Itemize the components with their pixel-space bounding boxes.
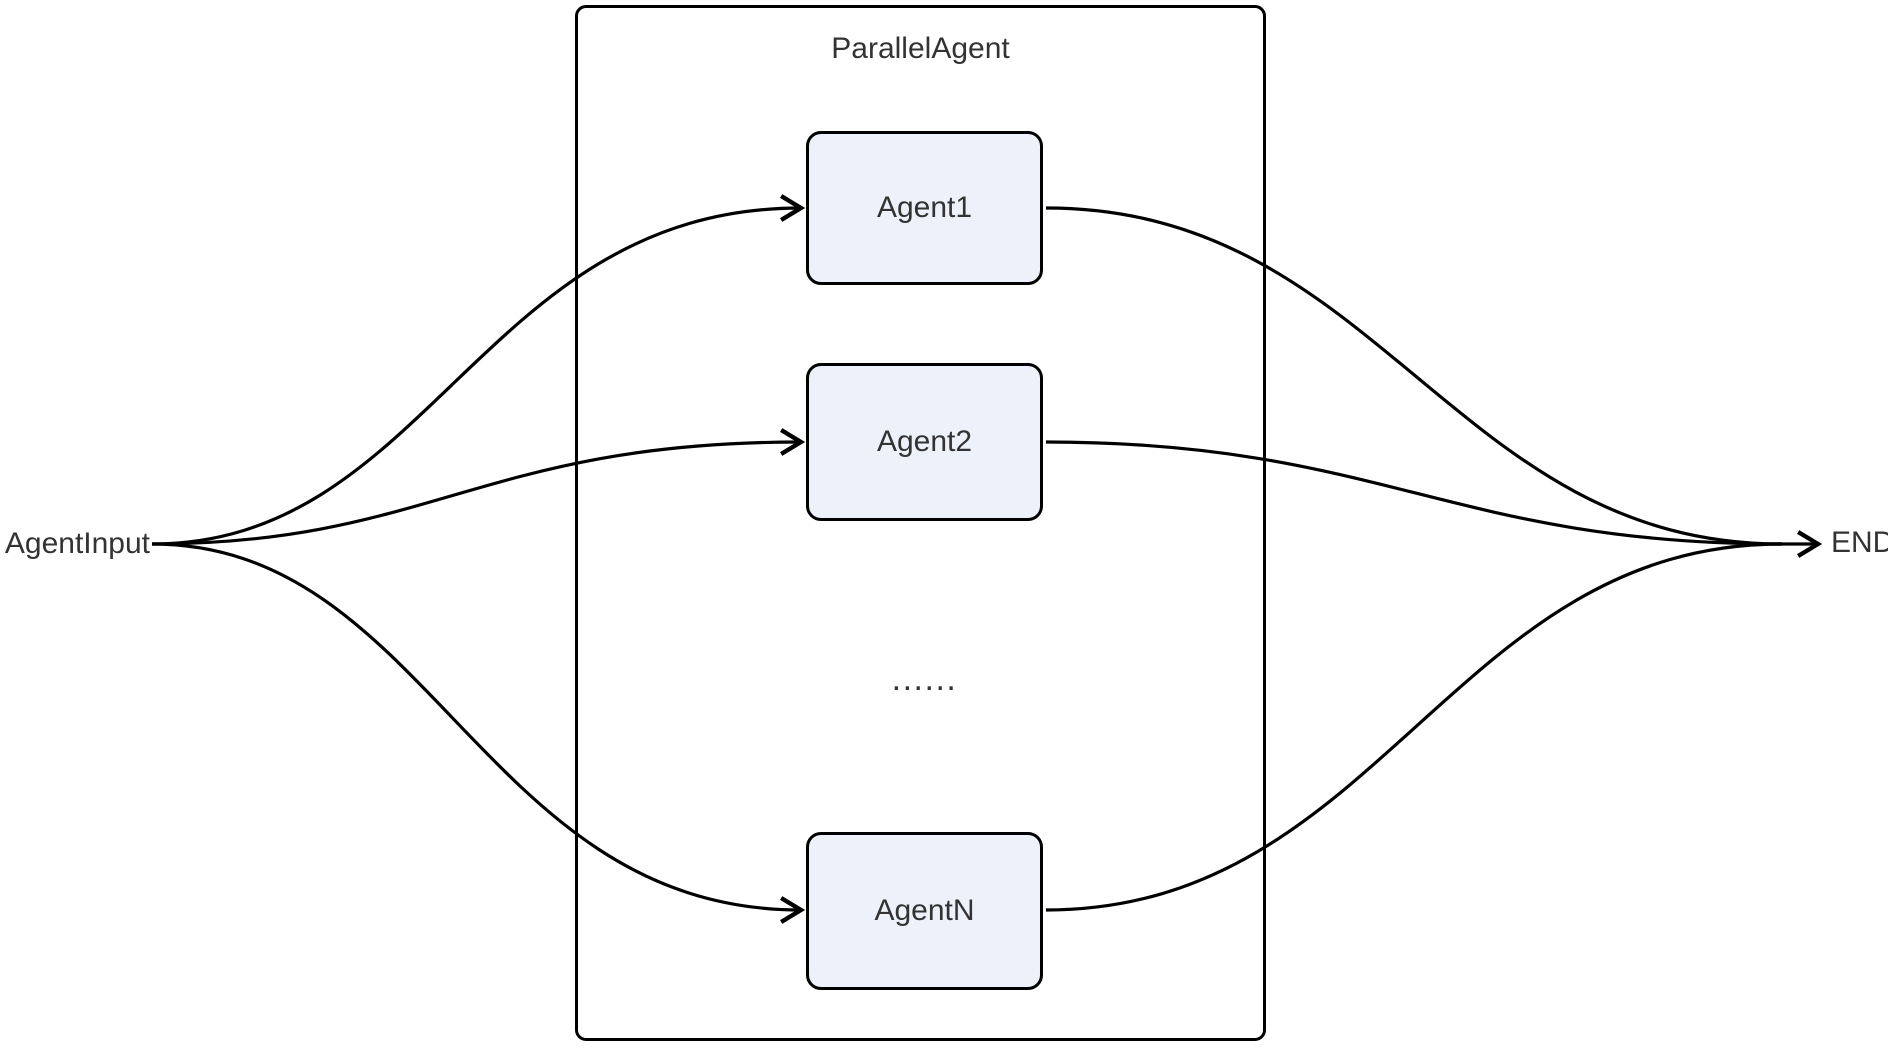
edge-input-to-agent2 bbox=[151, 428, 806, 546]
node-agent2: Agent2 bbox=[806, 363, 1043, 521]
cluster-title: ParallelAgent bbox=[831, 32, 1010, 65]
node-agent1-label: Agent1 bbox=[876, 191, 973, 224]
edge-input-to-agentn bbox=[151, 542, 806, 924]
parallel-agent-cluster: ParallelAgent bbox=[575, 5, 1266, 1041]
edge-agent2-to-end bbox=[1045, 440, 1783, 546]
node-agent1: Agent1 bbox=[806, 131, 1043, 285]
node-agent2-label: Agent2 bbox=[876, 425, 973, 458]
ellipsis-label: ...... bbox=[891, 660, 958, 698]
start-label: AgentInput bbox=[4, 527, 150, 560]
edge-input-to-agent1 bbox=[151, 194, 806, 546]
node-agentn-label: AgentN bbox=[874, 894, 975, 927]
edge-agent1-to-end bbox=[1045, 206, 1783, 546]
end-label: END bbox=[1831, 526, 1888, 559]
node-agentn: AgentN bbox=[806, 832, 1043, 990]
edge-agentn-to-end bbox=[1045, 542, 1783, 912]
